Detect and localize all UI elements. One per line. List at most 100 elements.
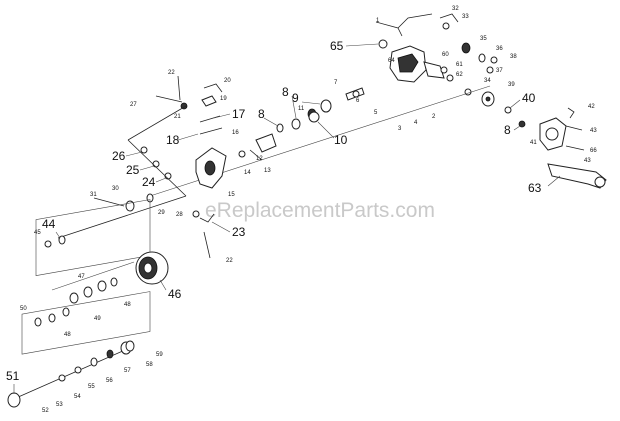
body-assembly: [57, 13, 607, 259]
label-58: 58: [146, 362, 153, 368]
label-42: 42: [588, 104, 595, 110]
label-8b: 8: [282, 85, 289, 99]
bail-roller-21: [180, 102, 188, 110]
washer-part-8a: [276, 123, 284, 133]
spring-part-23: [199, 213, 215, 223]
screw-part-37: [486, 66, 494, 74]
label-43a: 43: [590, 128, 597, 134]
label-64: 64: [388, 58, 395, 64]
spring-part-17: [199, 115, 221, 123]
label-6: 6: [356, 98, 360, 104]
washer-part-26: [140, 146, 148, 154]
washer-part-28: [192, 210, 200, 218]
label-46: 46: [168, 287, 182, 301]
spool-group-box: [35, 199, 151, 277]
label-17: 17: [232, 107, 246, 121]
leader-8b: [291, 95, 297, 119]
label-56: 56: [106, 378, 113, 384]
label-8c: 8: [504, 123, 511, 137]
leader-24: [155, 177, 167, 183]
spring-part-32: [439, 13, 459, 23]
washer-part-32: [442, 22, 450, 30]
leader-8a: [263, 117, 279, 127]
ring-part-10: [308, 111, 320, 123]
washer-part-45: [44, 240, 52, 248]
label-5: 5: [374, 110, 378, 116]
shaft-part-31: [93, 197, 125, 207]
label-31: 31: [90, 192, 97, 198]
label-10: 10: [334, 133, 348, 147]
screw-part-22a: [177, 75, 181, 101]
label-53: 53: [56, 402, 63, 408]
leader-63: [547, 175, 561, 187]
leader-18: [177, 133, 199, 141]
leader-17: [213, 113, 231, 119]
part-labels: 1 2 3 4 5 6 7 8 8 8 9 10 11 12 13 14 15 …: [6, 6, 597, 414]
label-32: 32: [452, 6, 459, 12]
label-48a: 48: [124, 302, 131, 308]
label-36: 36: [496, 46, 503, 52]
label-60: 60: [442, 52, 449, 58]
leader-9: [301, 101, 321, 105]
washer-part-55: [74, 366, 82, 374]
leader-8c: [513, 125, 521, 131]
label-30: 30: [112, 186, 119, 192]
label-1: 1: [376, 18, 380, 24]
watermark-text: eReplacementParts.com: [205, 199, 435, 222]
handle-knob-63: [594, 176, 606, 188]
label-44: 44: [42, 217, 56, 231]
bracket-part-60: [423, 61, 445, 79]
label-41: 41: [530, 140, 537, 146]
drag-knob-part-51: [7, 392, 21, 408]
label-25: 25: [126, 163, 140, 177]
label-50: 50: [20, 306, 27, 312]
washer-part-8c: [518, 120, 526, 128]
label-24: 24: [142, 175, 156, 189]
label-12: 12: [256, 156, 263, 162]
washer-part-56: [90, 357, 98, 367]
label-55: 55: [88, 384, 95, 390]
label-61: 61: [456, 62, 463, 68]
label-9: 9: [292, 91, 299, 105]
bail-arm-part: [375, 13, 433, 37]
spring-part-13: [249, 149, 263, 161]
label-11: 11: [298, 106, 305, 112]
spool-center-46: [143, 262, 153, 274]
label-13: 13: [264, 168, 271, 174]
drag-washer-50a: [34, 317, 42, 327]
label-26: 26: [112, 149, 126, 163]
label-22a: 22: [168, 70, 175, 76]
leader-26: [125, 151, 143, 157]
drag-washer-47c: [69, 292, 79, 304]
leader-23: [211, 221, 231, 233]
label-8a: 8: [258, 107, 265, 121]
leader-44: [55, 231, 61, 239]
washer-part-8b: [291, 118, 301, 130]
pin-part-16: [199, 127, 223, 135]
label-29: 29: [158, 210, 165, 216]
label-51: 51: [6, 369, 20, 383]
label-57: 57: [124, 368, 131, 374]
leader-40: [509, 99, 521, 109]
label-34: 34: [484, 78, 491, 84]
bearing-part-65: [378, 39, 388, 49]
washer-part-61: [440, 66, 448, 74]
washer-part-44: [58, 235, 66, 245]
label-16: 16: [232, 130, 239, 136]
label-15: 15: [228, 192, 235, 198]
label-43b: 43: [584, 158, 591, 164]
arm-part-27: [155, 95, 183, 103]
pin-part-42: [567, 107, 575, 119]
rotor-hub-15: [204, 160, 216, 176]
screw-part-43: [565, 125, 583, 131]
bearing-inner-39: [485, 96, 491, 102]
label-59: 59: [156, 352, 163, 358]
label-40: 40: [522, 91, 536, 105]
label-45: 45: [34, 230, 41, 236]
label-4: 4: [414, 120, 418, 126]
washer-part-35: [461, 42, 471, 54]
drag-group-line: [51, 261, 135, 291]
side-cover-boss-41: [545, 127, 559, 141]
shaft-link-lower: [127, 139, 187, 197]
